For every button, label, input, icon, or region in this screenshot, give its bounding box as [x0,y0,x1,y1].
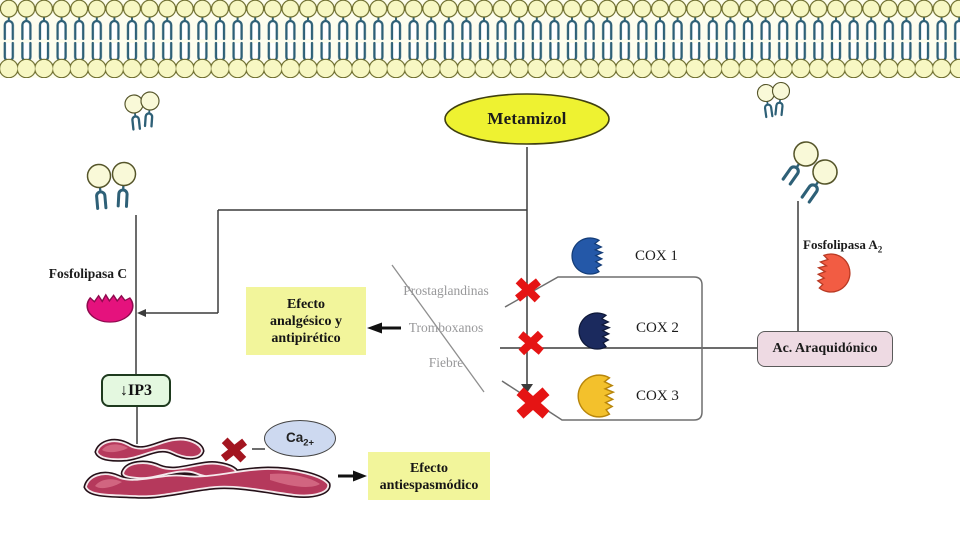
er-membrane-icon [83,437,331,499]
phospholipid-pair-icon [85,160,138,211]
metamizol-node-shape [444,93,610,145]
cox1-enzyme-icon [571,237,603,275]
efecto-analgesico-line1: Efecto [286,297,326,312]
calcium-text: Ca [285,430,304,445]
cox-group-outline [501,276,703,421]
fosfolipasa-a2-sub: 2 [877,244,883,255]
fosfolipasa-a2-enzyme-icon [814,251,854,296]
block-x-icon [521,334,542,353]
strikethrough-line [391,264,485,393]
phospholipid-pair-icon [755,80,792,119]
metamizol-label: Metamizol [487,109,567,128]
block-x-icon [520,391,546,414]
fosfolipasa-a2-text: Fosfolipasa A [803,237,878,252]
cox3-label: COX 3 [636,388,679,404]
blocked-prostaglandinas-label: Prostaglandinas [403,283,489,298]
calcium-node: Ca2+ [264,420,336,457]
cox1-label: COX 1 [635,248,678,264]
arrowheads [137,309,533,393]
fosfolipasa-a2-label: Fosfolipasa A2 [803,237,903,255]
cox2-enzyme-icon [578,312,610,350]
ac-araquidonico-box: Ac. Araquidónico [757,331,893,367]
efecto-antiespasmodico-line1: Efecto [409,461,449,476]
efecto-analgesico-line2: analgésico y [270,314,342,329]
ip3-box: ↓IP3 [101,374,171,407]
pathway-lines [135,147,799,450]
efecto-antiespasmodico-box: Efecto antiespasmódico [368,452,490,500]
blocked-tromboxanos-label: Tromboxanos [408,320,484,335]
cox2-label: COX 2 [636,320,679,336]
fosfolipasa-c-enzyme-icon [86,294,134,323]
phospholipid-pair-icon [122,90,161,132]
phospholipid-pair-icon [775,135,844,208]
fosfolipasa-c-label: Fosfolipasa C [48,266,128,281]
cox3-enzyme-icon [577,374,615,418]
effect-arrow-icon [338,322,401,482]
blocked-fiebre-label: Fiebre [428,355,464,370]
calcium-sub: 2+ [303,437,315,449]
efecto-analgesico-box: Efecto analgésico y antipirético [246,287,366,355]
cell-membrane [0,0,960,78]
efecto-analgesico-line3: antipirético [271,331,341,346]
efecto-antiespasmodico-line2: antiespasmódico [379,478,479,493]
block-x-dark-icon [223,440,244,459]
